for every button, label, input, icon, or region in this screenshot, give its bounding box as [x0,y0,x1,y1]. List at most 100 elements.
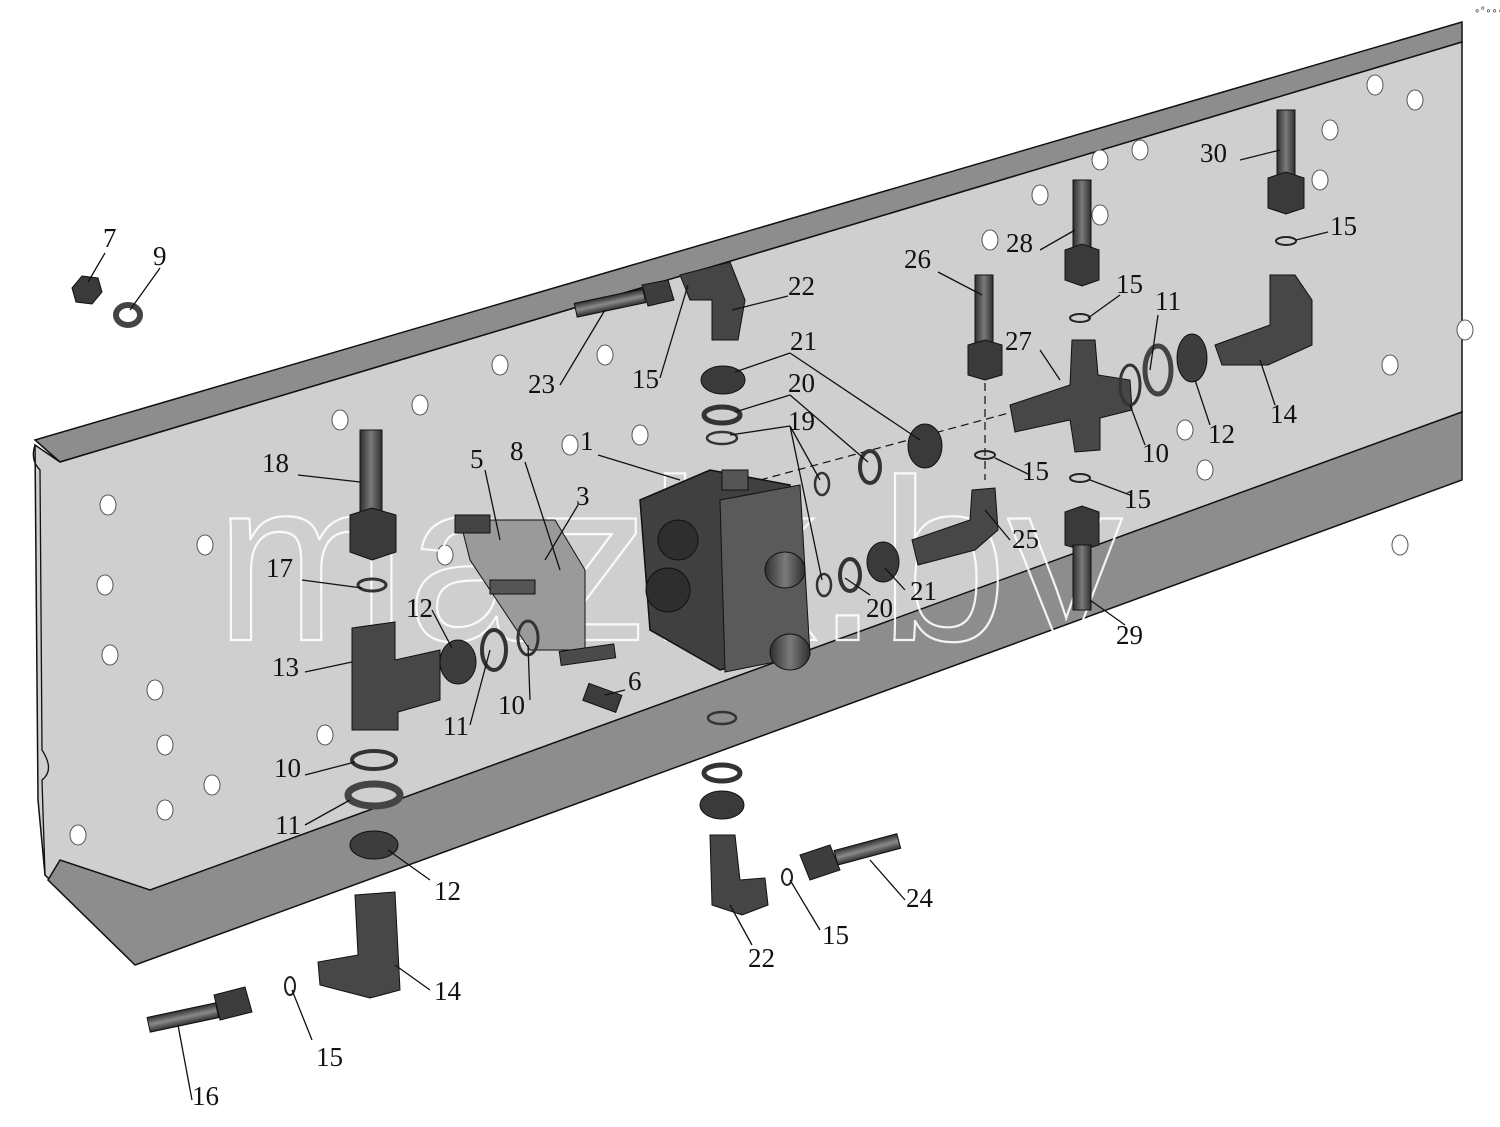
fitting-23-hex [641,279,675,307]
assembly-axes [759,370,1021,481]
frame-hole [1321,119,1339,141]
part-label-l15a: 15 [632,364,659,394]
fitting-26 [974,274,994,346]
bolt-6 [582,682,623,713]
part-label-l11c: 11 [1155,286,1181,316]
ring-19-top [705,430,739,446]
fitting-24-hex [799,844,841,881]
nut-21-top [700,365,746,395]
ring-15-bottom-center [781,868,793,886]
tee-14-right [1214,274,1313,366]
part-label-l17: 17 [266,553,293,583]
valve-body-1 [639,469,811,673]
part-label-l15b: 15 [316,1042,343,1072]
nut-7 [71,275,103,305]
part-label-l15f: 15 [1124,484,1151,514]
part-label-l15d: 15 [1116,269,1143,299]
part-label-l3: 3 [576,481,590,511]
part-label-l12a: 12 [406,593,433,623]
part-label-l20a: 20 [788,368,815,398]
part-label-l1: 1 [580,426,594,456]
frame-hole [99,494,117,516]
fitting-28-hex [1064,243,1100,287]
part-label-l22a: 22 [788,271,815,301]
ring-19-lower [815,572,833,598]
frame-hole [596,344,614,366]
fitting-30-hex [1267,171,1305,215]
ring-10-bottom [350,749,398,771]
part-label-l10a: 10 [498,690,525,720]
frame-hole [491,354,509,376]
frame-hole [96,574,114,596]
part-label-l14b: 14 [1270,399,1298,429]
nut-21-lower [866,541,900,583]
part-label-l12c: 12 [1208,419,1235,449]
fitting-28 [1072,179,1092,251]
fitting-29-hex [1064,505,1100,551]
elbow-25 [911,487,999,566]
part-label-l5: 5 [470,444,484,474]
part-label-l11b: 11 [275,810,301,840]
frame-hole [156,734,174,756]
part-label-l30: 30 [1200,138,1227,168]
part-label-l21b: 21 [910,576,937,606]
frame-hole [146,679,164,701]
frame-hole [1381,354,1399,376]
nut-21-right [907,423,943,469]
part-label-l15e: 15 [1022,456,1049,486]
part-label-l9: 9 [153,241,167,271]
frame-hole [316,724,334,746]
parts [71,109,1313,1033]
ring-11-bottom [344,780,404,810]
ring-15-28 [1069,313,1091,323]
frame-hole [1391,534,1409,556]
part-label-l12b: 12 [434,876,461,906]
frame-hole [156,799,174,821]
fitting-18-hex [349,507,397,561]
part-label-l14a: 14 [434,976,462,1006]
fitting-30 [1276,109,1296,181]
frame-hole [1091,204,1109,226]
fitting-18 [359,429,383,516]
elbow-22-bottom [709,834,769,916]
ring-20-bottom [701,762,743,784]
part-label-l15c: 15 [822,920,849,950]
frame-hole [69,824,87,846]
frame-hole [203,774,221,796]
ring-15-bottom-left [284,976,296,996]
part-label-l29: 29 [1116,620,1143,650]
part-label-l15g: 15 [1330,211,1357,241]
part-label-l26: 26 [904,244,931,274]
frame-edge [32,444,50,876]
part-label-l22b: 22 [748,943,775,973]
nut-12-right [1176,333,1208,383]
part-label-l19: 19 [788,406,815,436]
ring-20-right [858,449,882,485]
ring-15-lower-mid [1069,473,1091,483]
leader-lines [87,149,1329,1101]
ring-19-right [813,471,831,497]
part-label-l8: 8 [510,436,524,466]
fitting-24 [833,833,902,866]
washer-9 [113,302,143,328]
part-label-l27: 27 [1005,326,1032,356]
ring-15-30 [1275,236,1297,246]
ring-15-upper-mid [974,450,996,460]
bolt-8 [454,514,491,534]
frame-hole [1406,89,1424,111]
fitting-16 [146,1002,220,1033]
fitting-26-hex [967,339,1003,381]
frame-hole [1176,419,1194,441]
part-label-l7: 7 [103,223,117,253]
part-label-l11a: 11 [443,711,469,741]
frame-hole [411,394,429,416]
frame-holes [69,74,1474,846]
part-label-l28: 28 [1006,228,1033,258]
frame-hole [1456,319,1474,341]
bolt-6b [558,643,617,666]
part-label-l16: 16 [192,1081,219,1111]
bolt-3 [489,579,536,595]
